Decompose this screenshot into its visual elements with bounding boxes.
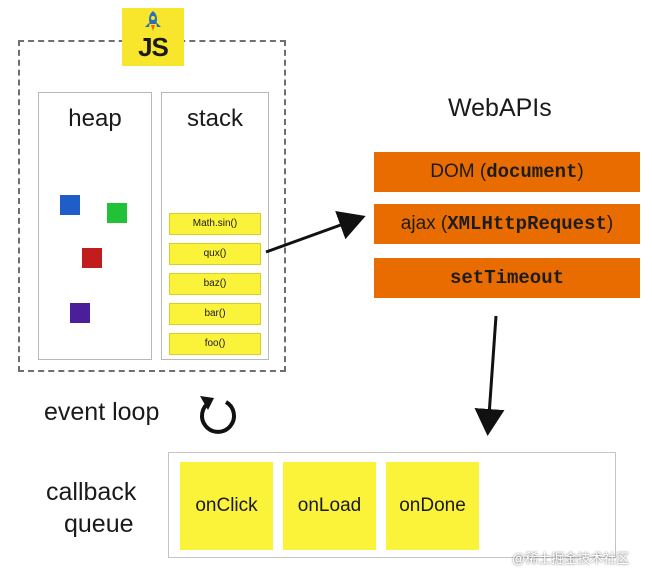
arrow-stack-to-webapis (265, 211, 366, 254)
stack-frame: bar() (169, 303, 261, 325)
heap-title: heap (68, 105, 122, 132)
webapi-settimeout: setTimeout (374, 258, 640, 298)
js-logo: JS (122, 8, 184, 66)
stack-title: stack (186, 105, 243, 132)
heap-object-red (82, 248, 102, 268)
webapi-prefix: ajax ( (400, 213, 448, 234)
webapi-code: setTimeout (449, 267, 565, 289)
stack-frame: foo() (169, 333, 261, 355)
callback-queue-label-line2: queue (64, 510, 134, 538)
callback-item: onClick (180, 462, 273, 550)
heap-object-green (107, 203, 127, 223)
stack-frame: Math.sin() (169, 213, 261, 235)
js-logo-text: JS (138, 32, 169, 62)
loop-icon (200, 396, 236, 434)
webapi-code: XMLHttpRequest (447, 213, 607, 235)
webapi-suffix: ) (606, 213, 614, 234)
heap-object-blue (60, 195, 80, 215)
webapi-suffix: ) (577, 161, 584, 182)
rocket-icon (145, 11, 161, 31)
stack-frame: qux() (169, 243, 261, 265)
webapi-ajax: ajax (XMLHttpRequest) (374, 204, 640, 244)
webapi-prefix: DOM ( (430, 161, 487, 182)
watermark: @稀土掘金技术社区 (512, 551, 630, 566)
webapis-title: WebAPIs (448, 94, 552, 122)
stack-frame: baz() (169, 273, 261, 295)
heap-object-purple (70, 303, 90, 323)
arrow-webapis-to-queue (474, 315, 505, 436)
callback-item: onLoad (283, 462, 376, 550)
callback-queue (168, 452, 616, 558)
callback-queue-label-line1: callback (46, 478, 137, 506)
heap-panel: heap (38, 92, 152, 360)
event-loop-label: event loop (44, 398, 160, 426)
webapi-dom: DOM (document) (374, 152, 640, 192)
webapi-code: document (486, 161, 578, 183)
callback-item: onDone (386, 462, 479, 550)
